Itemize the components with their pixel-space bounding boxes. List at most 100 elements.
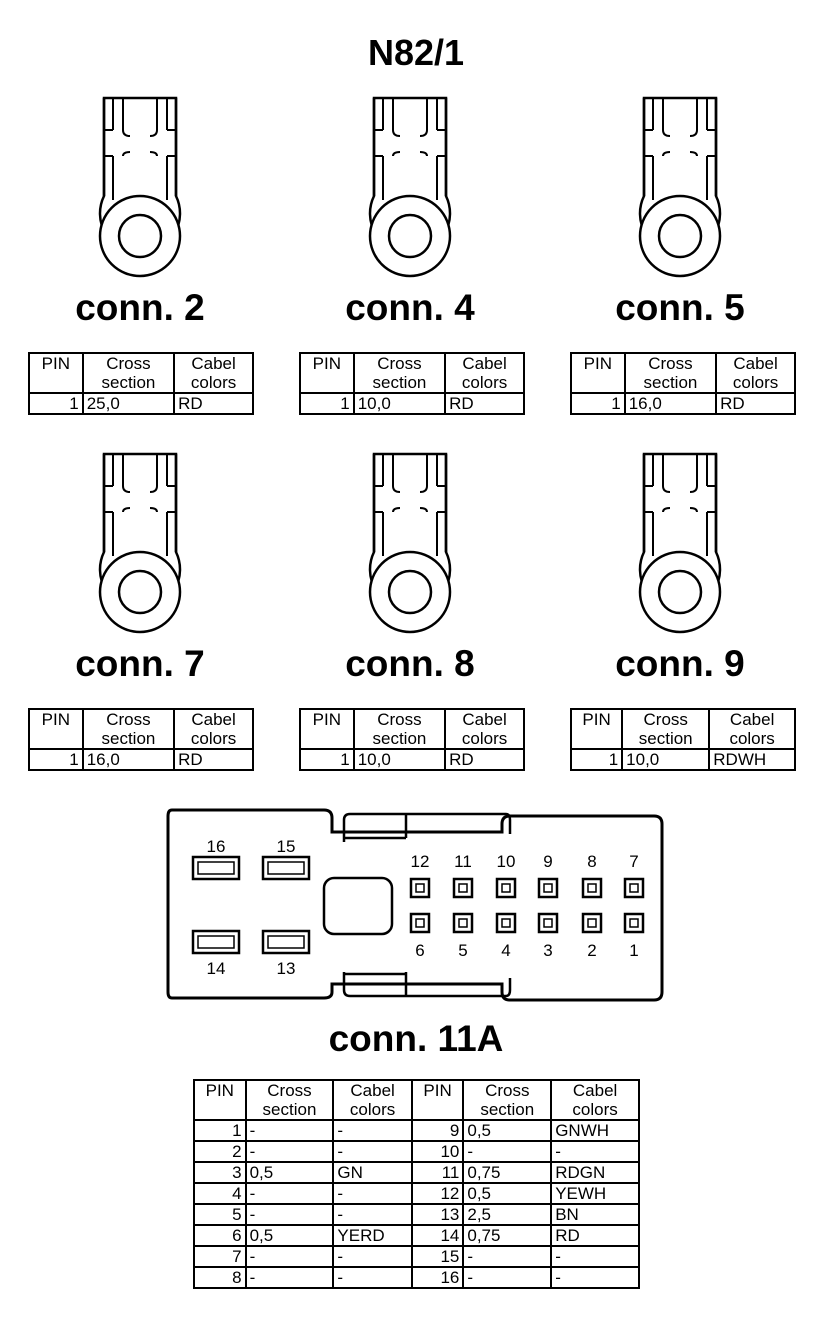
small-pin-socket	[409, 877, 431, 899]
small-pin-socket	[581, 912, 603, 934]
large-pin-socket-inner	[267, 861, 305, 875]
cross-section-value: 10,0	[352, 748, 447, 771]
small-pin-socket	[452, 877, 474, 899]
pin-number-label: 9	[543, 852, 552, 871]
header-pin: PIN	[28, 708, 84, 750]
header-pin: PIN	[299, 708, 355, 750]
ring-terminal-icon	[638, 96, 722, 278]
small-pin-socket-inner	[587, 918, 597, 928]
pin-number: 7	[193, 1245, 247, 1268]
cable-color-value: RD	[173, 392, 254, 415]
small-pin-socket	[495, 877, 517, 899]
pin-number: 8	[193, 1266, 247, 1289]
pin-number-label: 10	[497, 852, 516, 871]
cable-color-value: -	[550, 1245, 640, 1268]
cross-section-value: -	[462, 1245, 553, 1268]
pin-number: 1	[299, 392, 355, 415]
cable-color-value: -	[332, 1245, 413, 1268]
cable-color-value: -	[332, 1266, 413, 1289]
cross-section-value: 16,0	[623, 392, 718, 415]
cross-section-value: -	[244, 1203, 335, 1226]
pin-number: 1	[28, 392, 84, 415]
cable-color-value: RD	[715, 392, 796, 415]
cable-color-value: -	[550, 1140, 640, 1163]
pin-number-label: 16	[207, 837, 226, 856]
small-pin-socket-inner	[501, 883, 511, 893]
cross-section-value: 0,75	[462, 1224, 553, 1247]
table-row: 7--15--	[193, 1245, 640, 1268]
ring-terminal-icon	[98, 452, 182, 634]
cable-color-value: -	[550, 1266, 640, 1289]
cable-color-value: YERD	[332, 1224, 413, 1247]
header-pin: PIN	[570, 352, 626, 394]
pin-number: 11	[410, 1161, 465, 1184]
pin-number: 4	[193, 1182, 247, 1205]
large-pin-socket-inner	[197, 935, 235, 949]
cross-section-value: 2,5	[462, 1203, 553, 1226]
cable-color-value: RD	[550, 1224, 640, 1247]
pin-number-label: 11	[454, 852, 472, 871]
cross-section-value: 10,0	[352, 392, 447, 415]
connector-body-outline	[166, 808, 664, 1002]
cable-color-value: -	[332, 1140, 413, 1163]
connector-11a-label: conn. 11A	[328, 1018, 504, 1059]
pin-number: 1	[299, 748, 355, 771]
pin-number-label: 7	[629, 852, 638, 871]
pin-number-label: 12	[411, 852, 430, 871]
large-pin-socket	[191, 855, 241, 881]
ring-terminal-icon	[368, 96, 452, 278]
pin-number: 9	[410, 1119, 465, 1142]
pin-number: 3	[193, 1161, 247, 1184]
cable-color-value: RD	[444, 748, 525, 771]
large-pin-socket	[191, 929, 241, 955]
cross-section-value: 16,0	[81, 748, 176, 771]
small-pin-socket	[537, 877, 559, 899]
small-pin-socket-inner	[458, 883, 468, 893]
small-pin-socket-inner	[415, 918, 425, 928]
cable-color-value: RD	[444, 392, 525, 415]
header-pin: PIN	[193, 1079, 247, 1121]
header-pin: PIN	[28, 352, 84, 394]
pin-number-label: 8	[587, 852, 596, 871]
cross-section-value: -	[244, 1140, 335, 1163]
pin-number: 16	[410, 1266, 465, 1289]
small-pin-socket	[495, 912, 517, 934]
table-row: 2--10--	[193, 1140, 640, 1163]
cable-color-value: BN	[550, 1203, 640, 1226]
pin-number: 1	[570, 392, 626, 415]
cross-section-value: 10,0	[621, 748, 711, 771]
pin-number-label: 15	[277, 837, 296, 856]
pin-number-label: 3	[543, 941, 552, 960]
cable-color-value: -	[332, 1119, 413, 1142]
small-pin-socket-inner	[543, 918, 553, 928]
pin-number: 1	[28, 748, 84, 771]
large-pin-socket	[261, 855, 311, 881]
connector-label: conn. 4	[345, 287, 475, 328]
small-pin-socket	[409, 912, 431, 934]
cross-section-value: 0,5	[462, 1119, 553, 1142]
pin-number-label: 2	[587, 941, 596, 960]
cable-color-value: GNWH	[550, 1119, 640, 1142]
cable-color-value: -	[332, 1203, 413, 1226]
small-pin-socket	[623, 912, 645, 934]
small-pin-socket-inner	[587, 883, 597, 893]
pin-number: 2	[193, 1140, 247, 1163]
